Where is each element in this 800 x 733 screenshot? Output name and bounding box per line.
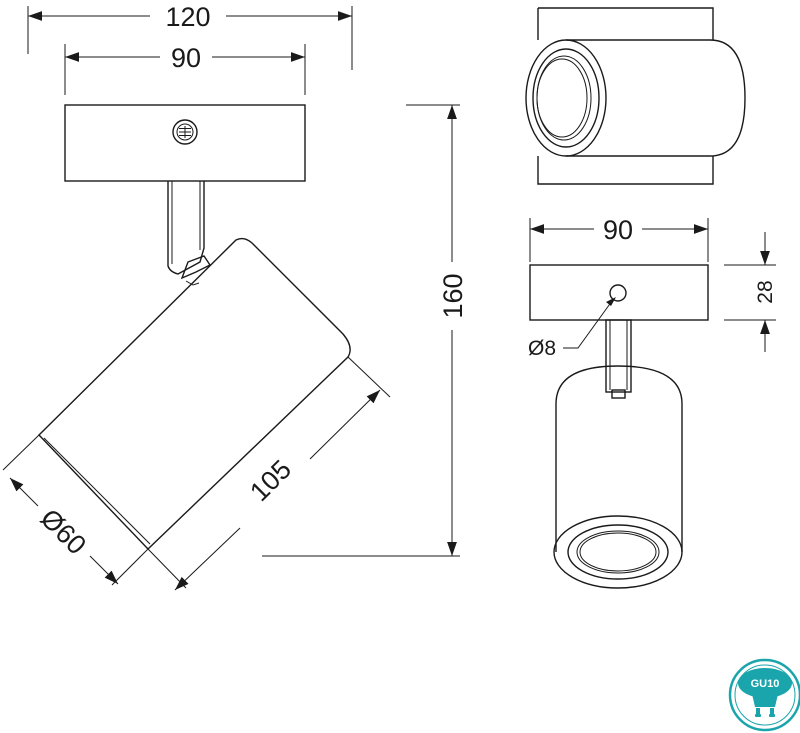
- dim-label-front-90: 90: [603, 215, 633, 245]
- top-view-plate: [537, 7, 714, 185]
- front-view: 90 28 Ø8: [528, 215, 777, 589]
- dim-label-diameter-8: Ø8: [528, 337, 556, 360]
- stem: [167, 181, 212, 286]
- dimension-base-width-front: 90: [529, 215, 709, 262]
- spotlight-head: [38, 237, 351, 550]
- dimension-base-height: 28: [724, 232, 777, 352]
- dimension-length-head: 105: [147, 356, 391, 591]
- dim-label-160: 160: [438, 273, 468, 318]
- dimension-width-total: 120: [27, 2, 353, 70]
- dim-label-28: 28: [754, 280, 777, 303]
- front-view-stem: [605, 319, 632, 399]
- dimension-hole-diameter: Ø8: [528, 297, 616, 360]
- dimension-width-base: 90: [64, 43, 306, 95]
- front-view-head: [553, 365, 683, 589]
- side-view: 120 90: [2, 2, 468, 591]
- gu10-badge: GU10: [728, 658, 800, 732]
- dim-label-diameter-60: Ø60: [35, 503, 92, 560]
- dimension-diameter-head: Ø60: [2, 434, 149, 586]
- top-view: [525, 7, 746, 185]
- mounting-plate: [64, 104, 306, 182]
- dim-label-90: 90: [171, 43, 201, 73]
- dimension-height-total: 160: [262, 104, 468, 557]
- dim-label-105: 105: [244, 454, 297, 507]
- screw-icon: [172, 119, 198, 145]
- top-view-lens: [525, 39, 607, 157]
- dim-label-120: 120: [165, 2, 210, 32]
- front-view-base: [529, 264, 709, 321]
- gu10-bulb-icon: [752, 694, 778, 717]
- hole-marker: [609, 284, 627, 302]
- top-view-cylinder: [566, 39, 746, 157]
- gu10-label: GU10: [751, 678, 780, 690]
